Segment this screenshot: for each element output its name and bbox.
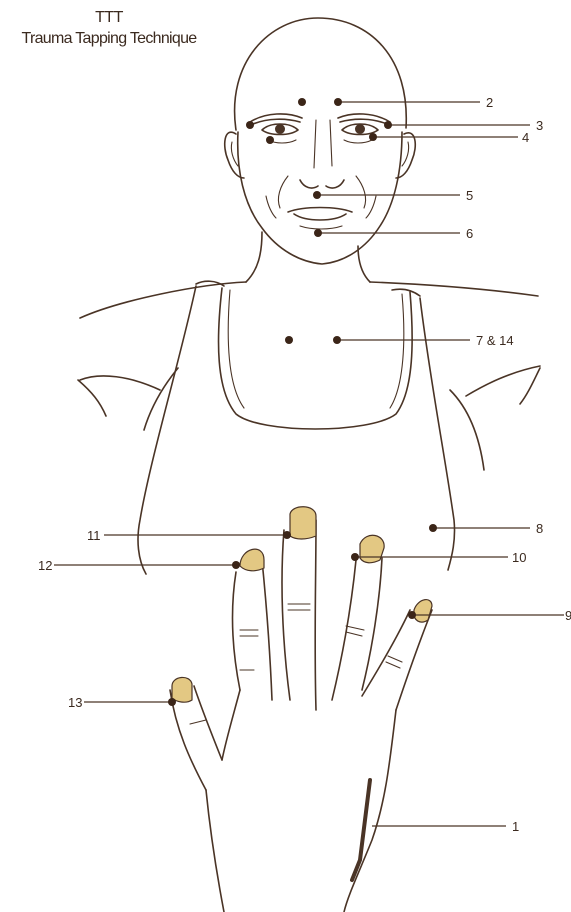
point-13-dot xyxy=(168,698,176,706)
label-point-6: 6 xyxy=(466,226,473,241)
label-point-11: 11 xyxy=(87,528,101,543)
hand-illustration xyxy=(170,520,432,912)
head-illustration xyxy=(225,18,416,264)
point-7-dot xyxy=(333,336,341,344)
point-2-dot xyxy=(334,98,342,106)
point-3-mirror-dot xyxy=(246,121,254,129)
label-point-7-14: 7 & 14 xyxy=(476,333,514,348)
point-9-dot xyxy=(408,611,416,619)
point-8-dot xyxy=(429,524,437,532)
point-12-dot xyxy=(232,561,240,569)
label-point-1: 1 xyxy=(512,819,519,834)
point-10-dot xyxy=(351,553,359,561)
label-point-13: 13 xyxy=(68,695,82,710)
label-point-10: 10 xyxy=(512,550,526,565)
point-11-dot xyxy=(283,531,291,539)
leader-lines xyxy=(54,102,564,826)
point-2-mirror-dot xyxy=(298,98,306,106)
label-point-2: 2 xyxy=(486,95,493,110)
point-3-dot xyxy=(384,121,392,129)
label-point-3: 3 xyxy=(536,118,543,133)
point-5-dot xyxy=(313,191,321,199)
point-4-mirror-dot xyxy=(266,136,274,144)
point-6-dot xyxy=(314,229,322,237)
label-point-12: 12 xyxy=(38,558,52,573)
label-point-8: 8 xyxy=(536,521,543,536)
label-point-9: 9 xyxy=(565,608,571,623)
point-7-mirror-dot xyxy=(285,336,293,344)
point-4-dot xyxy=(369,133,377,141)
tapping-points xyxy=(168,98,437,706)
point-labels: 2 3 4 5 6 7 & 14 8 9 10 11 12 13 1 xyxy=(38,95,571,834)
label-point-5: 5 xyxy=(466,188,473,203)
label-point-4: 4 xyxy=(522,130,529,145)
